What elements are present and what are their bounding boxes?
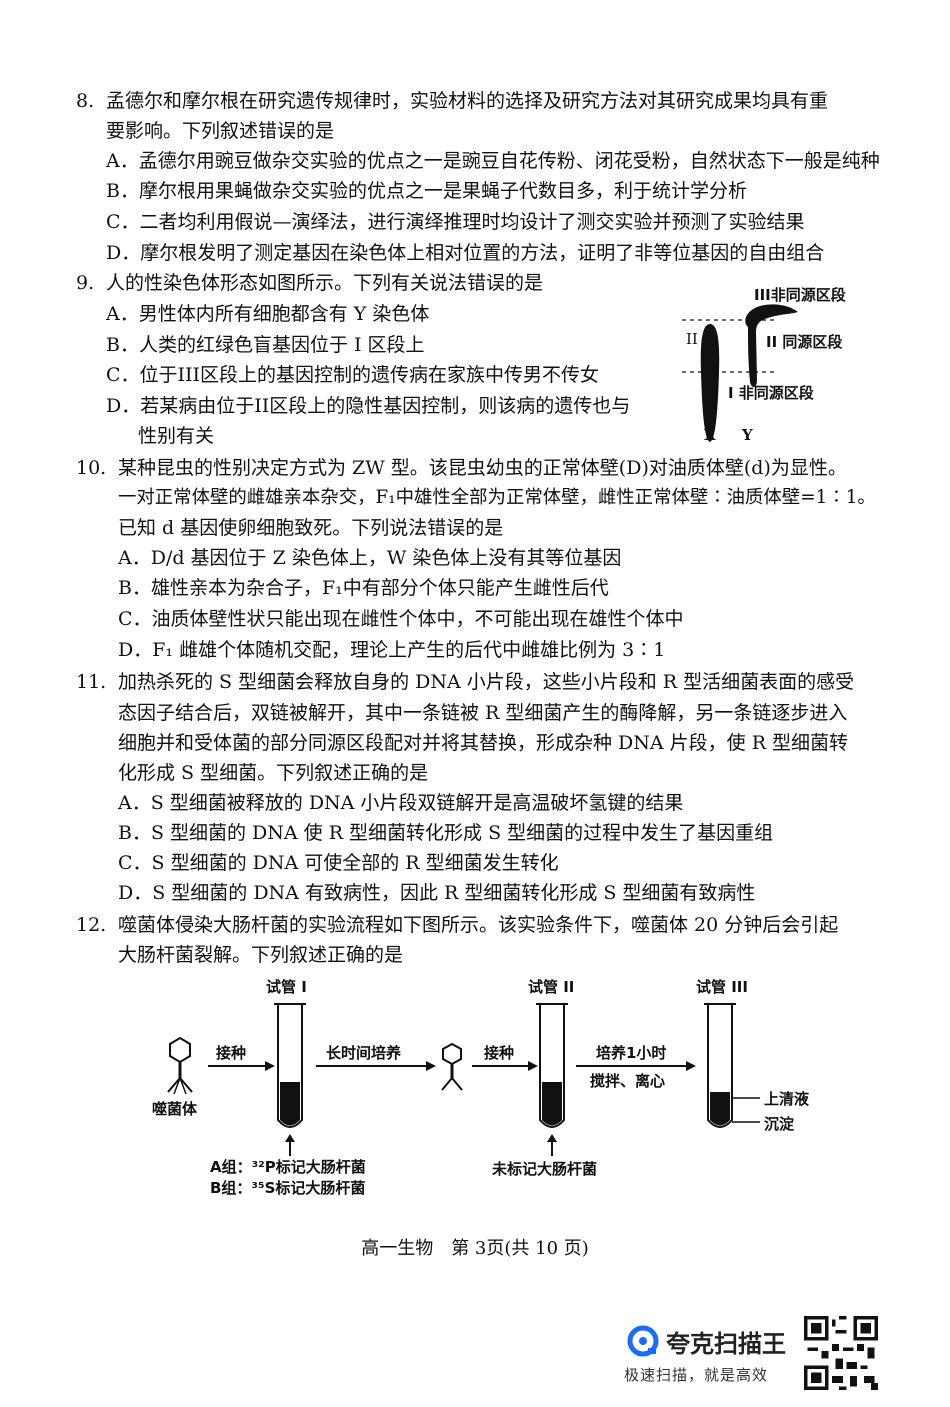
test-tube-1 — [274, 1003, 306, 1128]
q10-stem-cont: 一对正常体壁的雌雄亲本杂交，F₁中雄性全部为正常体壁，雌性正常体壁∶油质体壁=1… — [118, 487, 876, 508]
q8-option-b: B．摩尔根用果蝇做杂交实验的优点之一是果蝇子代数目多，利于统计学分析 — [106, 180, 747, 202]
q8-option-c: C．二者均利用假说—演绎法，进行演绎推理时均设计了测交实验并预测了实验结果 — [106, 211, 805, 233]
q10-option-b: B．雄性亲本为杂合子，F₁中有部分个体只能产生雌性后代 — [118, 577, 609, 599]
label-x: X — [704, 426, 716, 444]
q10-number: 10. — [76, 457, 107, 479]
x-chromosome — [700, 324, 720, 442]
label-group-a: A组：³²P标记大肠杆菌 — [210, 1158, 366, 1176]
label-culture-1h: 培养1小时 — [596, 1044, 667, 1062]
phage-experiment-drawing — [167, 1003, 760, 1156]
q11-stem-cont2: 细胞并和受体菌的部分同源区段配对并将其替换，形成杂种 DNA 片段，使 R 型细… — [118, 732, 849, 754]
q9-option-d: D．若某病由位于II区段上的隐性基因控制，则该病的遗传也与 — [106, 395, 631, 417]
label-inoculate-1: 接种 — [216, 1044, 247, 1062]
label-tube-1: 试管 I — [266, 978, 307, 996]
q8-stem-cont: 要影响。下列叙述错误的是 — [106, 120, 335, 142]
page-footer: 高一生物 第 3页(共 10 页) — [361, 1238, 589, 1259]
label-phage: 噬菌体 — [152, 1100, 198, 1118]
label-region-iii: III非同源区段 — [754, 286, 846, 304]
q9-option-c: C．位于III区段上的基因控制的遗传病在家族中传男不传女 — [106, 364, 600, 386]
q8-option-d: D．摩尔根发明了测定基因在染色体上相对位置的方法，证明了非等位基因的自由组合 — [106, 242, 825, 264]
label-group-b: B组：³⁵S标记大肠杆菌 — [210, 1179, 366, 1197]
q10-option-c: C．油质体壁性状只能出现在雌性个体中，不可能出现在雄性个体中 — [118, 608, 684, 630]
q11-stem: 加热杀死的 S 型细菌会释放自身的 DNA 小片段，这些小片段和 R 型活细菌表… — [118, 671, 855, 693]
brand-name: 夸克扫描王 — [666, 1330, 786, 1358]
q11-option-c: C．S 型细菌的 DNA 可使全部的 R 型细菌发生转化 — [118, 852, 559, 874]
label-tube-2: 试管 II — [528, 978, 575, 996]
qr-code-icon — [804, 1316, 878, 1390]
y-chromosome — [745, 304, 798, 388]
q10-stem-cont2: 已知 d 基因使卵细胞致死。下列说法错误的是 — [118, 517, 504, 539]
q11-option-b: B．S 型细菌的 DNA 使 R 型细菌转化形成 S 型细菌的过程中发生了基因重… — [118, 822, 774, 844]
q11-stem-cont3: 化形成 S 型细菌。下列叙述正确的是 — [118, 762, 429, 784]
q9-option-b: B．人类的红绿色盲基因位于 I 区段上 — [106, 334, 425, 356]
label-stir-centrifuge: 搅拌、离心 — [590, 1072, 666, 1090]
q9-option-d-cont: 性别有关 — [138, 425, 215, 447]
label-region-i: I 非同源区段 — [728, 384, 814, 402]
q11-option-a: A．S 型细菌被释放的 DNA 小片段双链解开是高温破坏氢键的结果 — [118, 792, 684, 814]
q10-stem: 某种昆虫的性别决定方式为 ZW 型。该昆虫幼虫的正常体壁(D)对油质体壁(d)为… — [118, 457, 847, 479]
phage-icon-2 — [441, 1042, 463, 1091]
q9-number: 9. — [76, 272, 95, 294]
scanner-watermark: 夸克扫描王 极速扫描，就是高效 — [622, 1318, 802, 1388]
phage-icon — [167, 1036, 193, 1095]
sex-chromosome-drawing — [682, 304, 798, 442]
test-tube-2 — [536, 1003, 568, 1128]
label-unlabeled-ecoli: 未标记大肠杆菌 — [492, 1160, 598, 1178]
q11-stem-cont: 态因子结合后，双链被解开，其中一条链被 R 型细菌产生的酶降解，另一条链逐步进入 — [118, 702, 848, 724]
quark-logo-icon — [627, 1325, 659, 1357]
q12-stem: 噬菌体侵染大肠杆菌的实验流程如下图所示。该实验条件下，噬菌体 20 分钟后会引起 — [118, 914, 839, 936]
q12-stem-cont: 大肠杆菌裂解。下列叙述正确的是 — [118, 944, 404, 966]
sex-chromosome-figure: III非同源区段 II II 同源区段 I 非同源区段 X Y — [680, 282, 910, 447]
q9-stem: 人的性染色体形态如图所示。下列有关说法错误的是 — [106, 272, 544, 294]
q9-option-a: A．男性体内所有细胞都含有 Y 染色体 — [106, 303, 430, 325]
label-region-ii: II 同源区段 — [766, 333, 843, 351]
q11-option-d: D．S 型细菌的 DNA 有致病性，因此 R 型细菌转化形成 S 型细菌有致病性 — [118, 882, 756, 904]
phage-experiment-figure: 试管 I 试管 II 试管 III 噬菌体 接种 长时间培养 接种 培养1小时 … — [130, 970, 850, 1200]
label-y: Y — [742, 426, 753, 444]
q8-number: 8. — [76, 90, 95, 112]
label-supernatant: 上清液 — [764, 1090, 810, 1108]
q8-stem: 孟德尔和摩尔根在研究遗传规律时，实验材料的选择及研究方法对其研究成果均具有重 — [106, 90, 829, 112]
label-tube-3: 试管 III — [696, 978, 748, 996]
label-inoculate-2: 接种 — [484, 1044, 515, 1062]
q10-option-d: D．F₁ 雌雄个体随机交配，理论上产生的后代中雌雄比例为 3∶1 — [118, 639, 666, 661]
q8-option-a: A．孟德尔用豌豆做杂交实验的优点之一是豌豆自花传粉、闭花受粉，自然状态下一般是纯… — [106, 150, 880, 172]
q11-number: 11. — [76, 671, 107, 693]
label-long-culture: 长时间培养 — [326, 1044, 402, 1062]
q10-option-a: A．D/d 基因位于 Z 染色体上，W 染色体上没有其等位基因 — [118, 547, 622, 569]
label-region-ii-left: II — [686, 330, 698, 348]
q12-number: 12. — [76, 914, 107, 936]
test-tube-3 — [704, 1003, 760, 1128]
brand-slogan: 极速扫描，就是高效 — [624, 1366, 769, 1384]
label-precipitate: 沉淀 — [764, 1115, 795, 1133]
